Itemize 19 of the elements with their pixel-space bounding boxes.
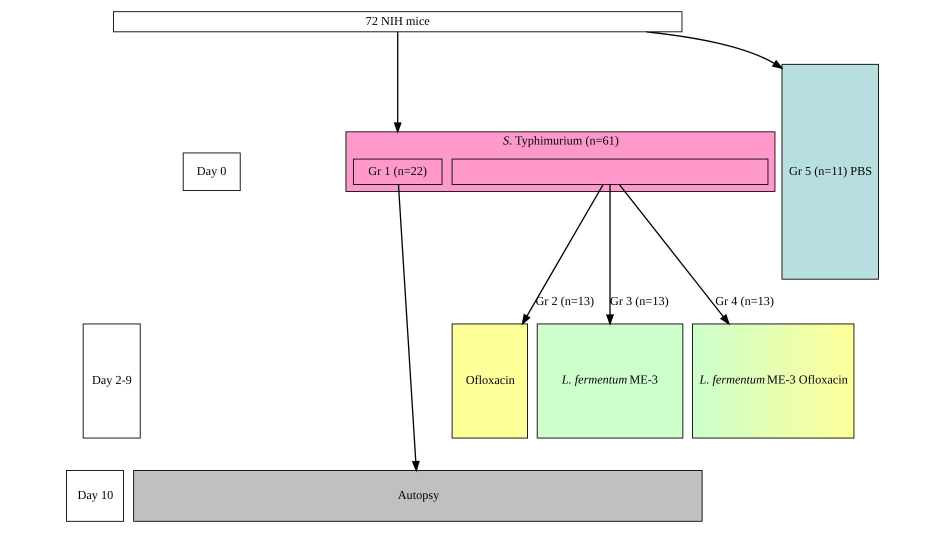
- arrow: [521, 184, 604, 326]
- node-box: Gr 1 (n=22): [352, 158, 442, 185]
- arrow: [618, 184, 730, 326]
- node-box: L. fermentum ME-3: [536, 324, 684, 438]
- node-box: L. fermentum ME-3 Ofloxacin: [692, 324, 854, 438]
- edge-label: Gr 3 (n=13): [610, 294, 669, 308]
- node-box: Autopsy: [133, 470, 703, 522]
- node-box: 72 NIH mice: [113, 11, 682, 32]
- arrow: [606, 184, 614, 326]
- edge-label: Gr 4 (n=13): [715, 294, 774, 308]
- node-box: Ofloxacin: [452, 324, 528, 438]
- node-box: Day 0: [182, 152, 241, 192]
- node-box: Day 2-9: [82, 324, 141, 438]
- node-box: Gr 5 (n=11) PBS: [782, 64, 879, 280]
- node-box: [452, 158, 768, 185]
- arrow: [646, 31, 784, 70]
- node-box: Day 10: [66, 470, 124, 522]
- arrow: [398, 184, 420, 472]
- arrow: [394, 32, 402, 134]
